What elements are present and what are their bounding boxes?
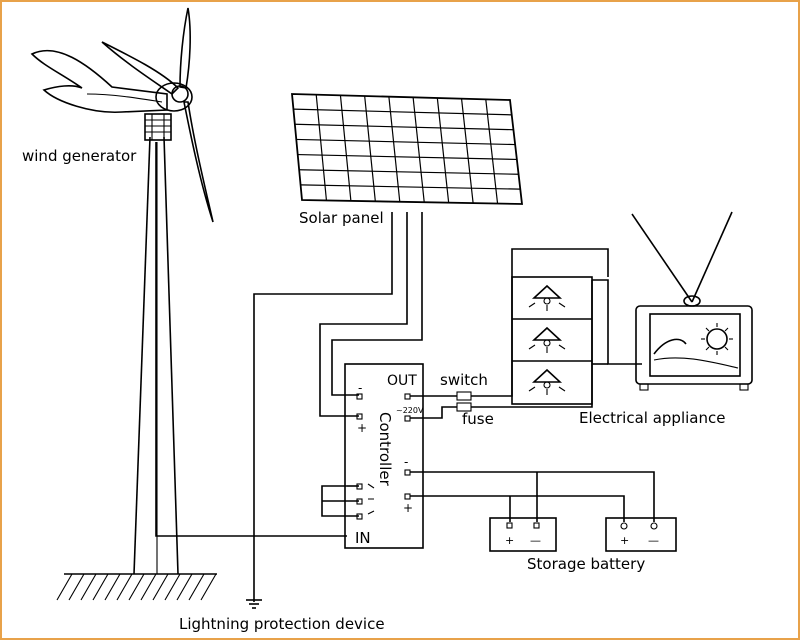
television-icon: [631, 211, 753, 391]
battery-1-plus: +: [505, 534, 514, 547]
output-wires: [410, 248, 642, 419]
lamp-icon: [528, 284, 566, 311]
out-label: OUT: [387, 373, 417, 389]
lamp-icon: [528, 368, 566, 395]
storage-battery-label: Storage battery: [527, 555, 645, 573]
battery-wires: [410, 471, 655, 522]
controller-battery-plus: +: [403, 501, 413, 515]
fuse-label: fuse: [462, 410, 494, 428]
battery-1-minus: —: [530, 534, 541, 547]
switch-label: switch: [440, 371, 488, 389]
in-label: IN: [355, 529, 371, 547]
controller-label: Controller: [376, 412, 394, 487]
wind-feed-wires: [155, 142, 359, 537]
solar-panel-label: Solar panel: [299, 209, 384, 227]
ground: [56, 573, 217, 601]
controller-battery-minus: -: [404, 455, 408, 469]
battery-2-plus: +: [620, 534, 629, 547]
electrical-appliance-label: Electrical appliance: [579, 409, 725, 427]
lightning-protection-label: Lightning protection device: [179, 615, 385, 633]
turbine-tower: [133, 136, 179, 575]
wind-generator: [30, 7, 214, 223]
solar-panel: [291, 93, 524, 205]
wind-generator-label: wind generator: [22, 147, 137, 165]
lamp-icon: [528, 326, 566, 353]
solar-wires: [253, 212, 423, 602]
lamp-fixtures: [511, 276, 593, 405]
storage-battery: [489, 517, 677, 552]
controller-pv-plus: +: [357, 421, 367, 435]
controller-pv-minus: -: [358, 381, 362, 395]
voltage-label: ~220V: [396, 406, 424, 415]
lightning-protection-device: [246, 599, 262, 609]
battery-2-minus: —: [648, 534, 659, 547]
